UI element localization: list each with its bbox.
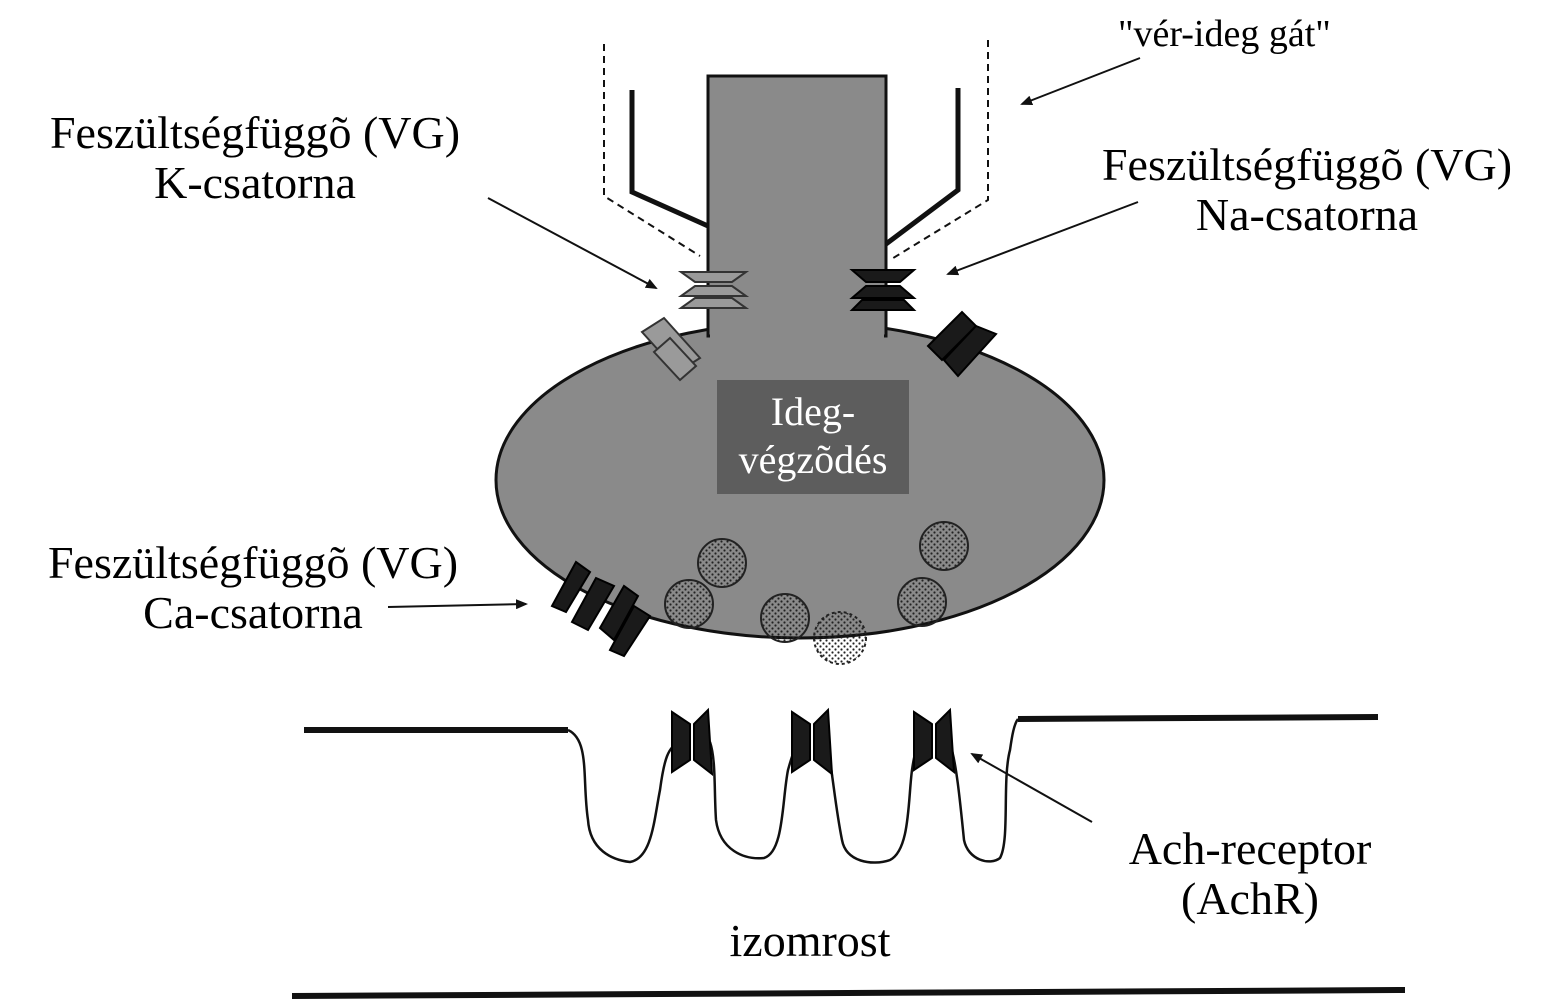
label-ca-channel: Feszültségfüggõ (VG) Ca-csatorna [12, 538, 494, 638]
label-nerve-terminal: Ideg- végzõdés [717, 380, 909, 494]
label-k-channel-line1: Feszültségfüggõ (VG) [14, 108, 496, 158]
label-nerve-terminal-line2: végzõdés [717, 436, 909, 484]
label-ach-receptor-line1: Ach-receptor [1100, 824, 1400, 874]
label-blood-nerve-barrier: "vér-ideg gát" [1118, 12, 1331, 56]
vesicle [698, 539, 746, 587]
label-na-channel: Feszültségfüggõ (VG) Na-csatorna [1068, 140, 1546, 240]
label-ca-channel-line2: Ca-csatorna [12, 588, 494, 638]
vesicle [814, 612, 866, 664]
vesicle [665, 580, 713, 628]
vesicle [761, 594, 809, 642]
label-na-channel-line1: Feszültségfüggõ (VG) [1068, 140, 1546, 190]
arrow-blood-nerve-barrier [1022, 58, 1140, 104]
label-muscle-fiber: izomrost [670, 916, 950, 966]
label-k-channel-line2: K-csatorna [14, 158, 496, 208]
label-na-channel-line2: Na-csatorna [1068, 190, 1546, 240]
label-k-channel: Feszültségfüggõ (VG) K-csatorna [14, 108, 496, 208]
arrow-k-channel [488, 198, 656, 288]
arrow-ach-receptor [972, 754, 1092, 822]
label-nerve-terminal-line1: Ideg- [717, 388, 909, 436]
label-ach-receptor-line2: (AchR) [1100, 874, 1400, 924]
vesicle [898, 578, 946, 626]
label-ca-channel-line1: Feszültségfüggõ (VG) [12, 538, 494, 588]
nerve-terminal [496, 76, 1104, 638]
vesicle [920, 522, 968, 570]
label-ach-receptor: Ach-receptor (AchR) [1100, 824, 1400, 924]
